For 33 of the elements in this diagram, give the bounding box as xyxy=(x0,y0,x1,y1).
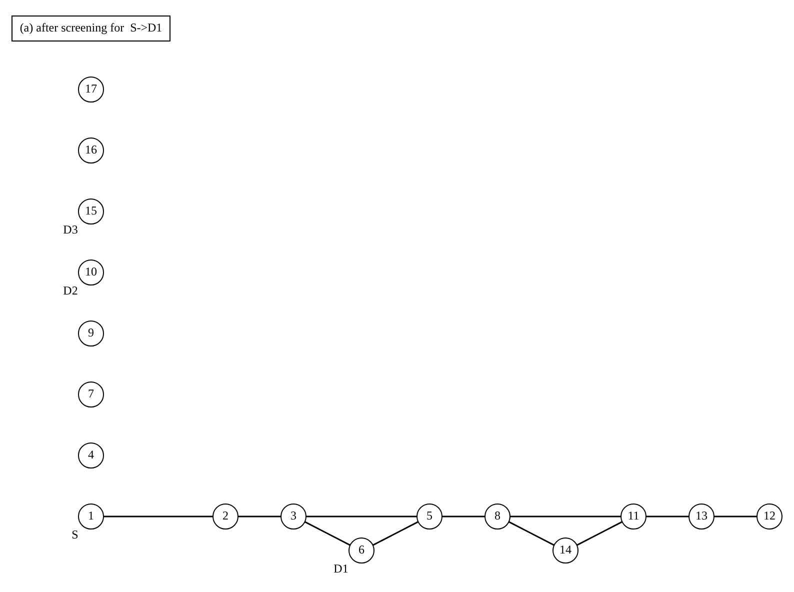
connector xyxy=(306,516,417,518)
node-circle: 15 xyxy=(78,198,104,224)
node-circle: 10 xyxy=(78,260,104,286)
node-label: D1 xyxy=(334,562,348,576)
node-circle: 17 xyxy=(78,76,104,102)
node-circle: 1 xyxy=(78,504,104,530)
connector xyxy=(238,516,281,518)
connector xyxy=(714,516,757,518)
connector xyxy=(508,521,554,546)
node-circle: 13 xyxy=(688,504,714,530)
node-circle: 14 xyxy=(552,538,578,564)
node-circle: 6 xyxy=(348,538,374,564)
node-circle: 5 xyxy=(416,504,442,530)
node-circle: 16 xyxy=(78,138,104,164)
connector xyxy=(510,516,621,518)
node-circle: 4 xyxy=(78,442,104,468)
node-circle: 8 xyxy=(484,504,510,530)
node-circle: 7 xyxy=(78,382,104,408)
connector xyxy=(304,521,350,546)
connector xyxy=(442,516,485,518)
node-label: S xyxy=(72,528,78,542)
node-circle: 9 xyxy=(78,320,104,346)
connector xyxy=(104,516,213,518)
node-circle: 3 xyxy=(280,504,306,530)
node-circle: 11 xyxy=(620,504,646,530)
connector xyxy=(576,521,622,546)
node-circle: 2 xyxy=(212,504,238,530)
connector xyxy=(372,521,418,546)
node-label: D2 xyxy=(63,284,78,298)
node-box: (a) after screening for S->D1 xyxy=(12,16,170,42)
node-label: D3 xyxy=(63,222,78,237)
connector xyxy=(646,516,689,518)
node-circle: 12 xyxy=(756,504,782,530)
